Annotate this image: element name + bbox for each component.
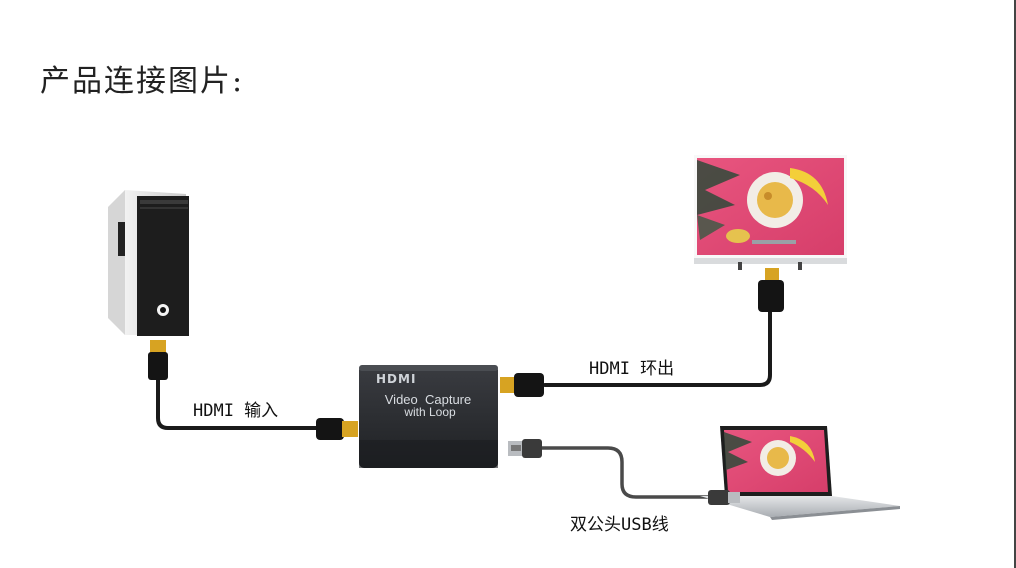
cables [156, 310, 772, 499]
usb-plug-icon [508, 439, 542, 458]
capture-box-icon: HDMI Video Capture with Loop [359, 365, 498, 468]
hdmi-plug-icon [316, 418, 358, 440]
hdmi-in-cable [156, 376, 320, 430]
hdmi-out-plug-icon [500, 373, 544, 397]
device-model-line2: with Loop [403, 405, 456, 419]
hdmi-input-label: HDMI 输入 [193, 401, 279, 421]
device-brand: HDMI [376, 372, 416, 386]
hdmi-output-label: HDMI 环出 [589, 359, 675, 379]
page-title: 产品连接图片: [40, 64, 245, 99]
tv-monitor-icon [694, 155, 847, 312]
usb-cable-label: 双公头USB线 [570, 515, 669, 535]
usb-cable [538, 446, 716, 499]
laptop-icon [700, 426, 900, 520]
page-edge-line [1014, 0, 1016, 568]
pc-tower-icon [108, 190, 189, 380]
hdmi-out-cable [543, 310, 772, 387]
device-model-line1: Video Capture [385, 392, 472, 407]
